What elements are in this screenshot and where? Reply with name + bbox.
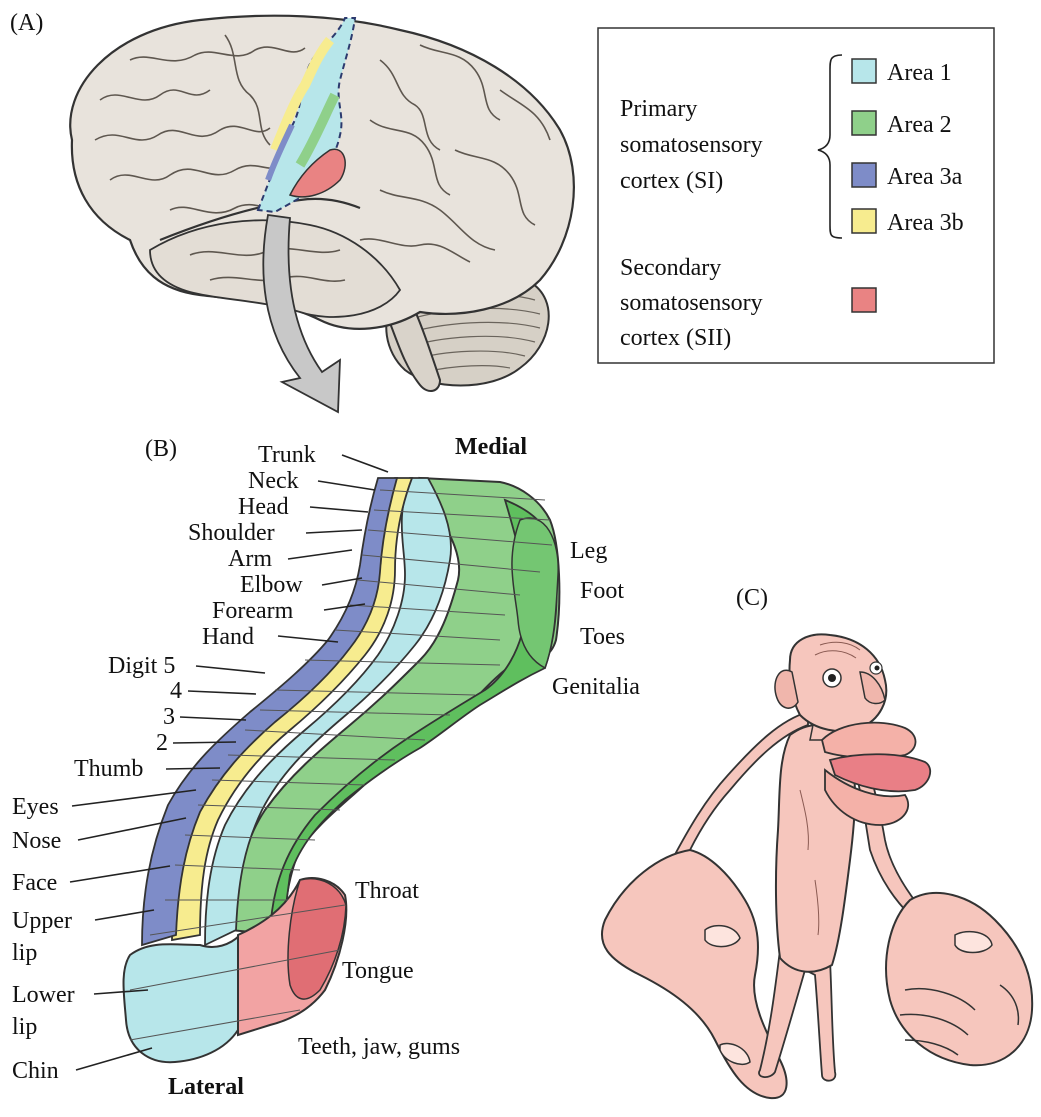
label-digit-5: Digit 5 (108, 653, 175, 679)
label-digit-3: 3 (163, 704, 175, 730)
legend-area-3b: Area 3b (887, 210, 964, 236)
label-arm: Arm (228, 546, 272, 572)
leader-nose (77, 817, 187, 841)
homunculus-pupil (828, 674, 836, 682)
legend-box (597, 27, 995, 364)
swatch-area-3b (851, 208, 877, 234)
label-chin: Chin (12, 1058, 59, 1084)
label-face: Face (12, 870, 57, 896)
leader-lower-lip (93, 989, 149, 995)
leader-chin (75, 1047, 153, 1071)
tongue-dark (287, 878, 347, 1000)
label-neck: Neck (248, 468, 299, 494)
leader-digit-2 (172, 741, 237, 744)
primary-label-2: somatosensory (620, 132, 763, 158)
label-upper-lip: lip (12, 940, 37, 966)
lateral-label: Lateral (168, 1074, 244, 1100)
label-toes: Toes (580, 624, 625, 650)
label-upper: Upper (12, 908, 72, 934)
primary-label-1: Primary (620, 96, 697, 122)
swatch-area-3a (851, 162, 877, 188)
leader-arm (287, 549, 353, 560)
cortical-map-slab (122, 476, 561, 1064)
legend-area-2: Area 2 (887, 112, 952, 138)
homunculus-right-thumbnail (954, 930, 993, 954)
label-teeth-jaw-gums: Teeth, jaw, gums (298, 1034, 460, 1060)
leg-foot-lobe (511, 517, 559, 670)
postcentral-strip (256, 17, 357, 214)
leader-elbow (321, 577, 363, 586)
label-nose: Nose (12, 828, 61, 854)
homunculus-left-thumbnail (704, 924, 741, 948)
legend-area-3a: Area 3a (887, 164, 963, 190)
brain-illustration (69, 14, 575, 392)
label-lower-lip: lip (12, 1014, 37, 1040)
label-digit-2: 2 (156, 730, 168, 756)
homunculus-lower-lip (824, 768, 910, 826)
primary-label-3: cortex (SI) (620, 168, 723, 194)
medial-label: Medial (455, 434, 527, 460)
legend: Primary somatosensory cortex (SI) Area 1… (597, 27, 995, 364)
label-thumb: Thumb (74, 756, 143, 782)
label-throat: Throat (355, 878, 419, 904)
label-elbow: Elbow (240, 572, 303, 598)
leader-forearm (323, 603, 366, 611)
homunculus-tongue (828, 753, 932, 793)
panel-label-a: (A) (10, 10, 43, 36)
leader-digit-5 (195, 665, 266, 674)
label-genitalia: Genitalia (552, 674, 640, 700)
label-eyes: Eyes (12, 794, 59, 820)
left-labels: Trunk Neck Head Shoulder Arm Elbow Forea… (12, 442, 389, 1084)
swatch-area-1 (851, 58, 877, 84)
leader-shoulder (305, 529, 363, 534)
homunculus-left-fingernail (719, 1042, 751, 1066)
homunculus-right-hand (885, 892, 1034, 1067)
homunculus-pupil-far (874, 665, 880, 671)
leader-digit-3 (179, 716, 247, 721)
label-hand: Hand (202, 624, 254, 650)
label-head: Head (238, 494, 289, 520)
label-forearm: Forearm (212, 598, 294, 624)
leader-eyes (71, 789, 197, 807)
label-digit-4: 4 (170, 678, 182, 704)
label-shoulder: Shoulder (188, 520, 275, 546)
legend-brace (817, 54, 843, 239)
slab-divisions (129, 489, 553, 1041)
swatch-secondary (851, 287, 877, 313)
zoom-arrow (262, 213, 341, 414)
label-leg: Leg (570, 538, 607, 564)
leader-face (69, 865, 171, 883)
leader-thumb (165, 767, 221, 770)
leader-digit-4 (187, 690, 257, 695)
swatch-area-2 (851, 110, 877, 136)
leader-upper-lip (94, 909, 155, 921)
secondary-label-1: Secondary (620, 255, 721, 281)
secondary-label-2: somatosensory (620, 290, 763, 316)
homunculus-knuckles (899, 984, 1020, 1056)
panel-label-b: (B) (145, 436, 177, 462)
label-lower: Lower (12, 982, 75, 1008)
secondary-label-3: cortex (SII) (620, 325, 731, 351)
label-tongue: Tongue (342, 958, 414, 984)
homunculus-ear (774, 669, 799, 709)
legend-area-1: Area 1 (887, 60, 952, 86)
lip-region (122, 932, 242, 1064)
area-3a-band (141, 477, 399, 947)
homunculus (600, 633, 1034, 1100)
homunculus-left-hand (600, 848, 788, 1100)
label-trunk: Trunk (258, 442, 316, 468)
leader-trunk (341, 454, 389, 473)
panel-label-c: (C) (736, 585, 768, 611)
leader-head (309, 506, 369, 513)
leader-neck (317, 480, 376, 491)
homunculus-nose (859, 671, 886, 705)
label-foot: Foot (580, 578, 624, 604)
leader-hand (277, 635, 339, 643)
right-labels: Leg Foot Toes Genitalia Throat Tongue Te… (298, 538, 640, 1060)
homunculus-wrinkles (799, 641, 861, 936)
